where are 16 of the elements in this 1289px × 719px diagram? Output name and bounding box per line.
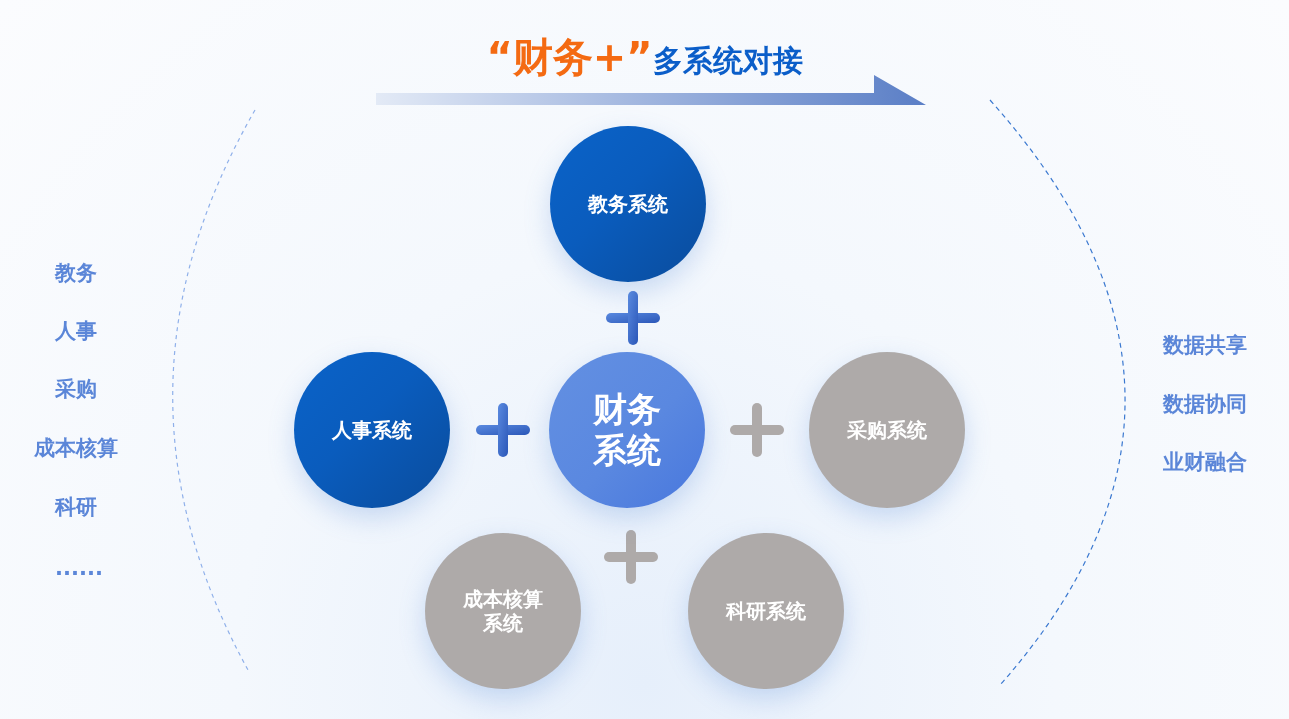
system-name: 财务系统 [592,389,662,471]
system-name: 采购系统 [846,418,928,442]
category-label: 人事 [55,318,97,345]
category-label: ...... [55,556,103,580]
category-label: 教务 [55,260,97,287]
system-name: 教务系统 [587,192,669,216]
title: “财务+”多系统对接 [486,33,803,82]
system-name: 人事系统 [331,418,413,442]
system-name: 科研系统 [724,599,807,623]
category-label: 成本核算 [34,435,118,462]
category-label: 科研 [55,494,97,521]
benefit-label: 业财融合 [1163,449,1247,476]
benefit-label: 数据协同 [1163,391,1247,418]
system-name: 成本核算系统 [462,587,544,635]
benefit-label: 数据共享 [1163,332,1247,359]
category-label: 采购 [55,376,97,403]
